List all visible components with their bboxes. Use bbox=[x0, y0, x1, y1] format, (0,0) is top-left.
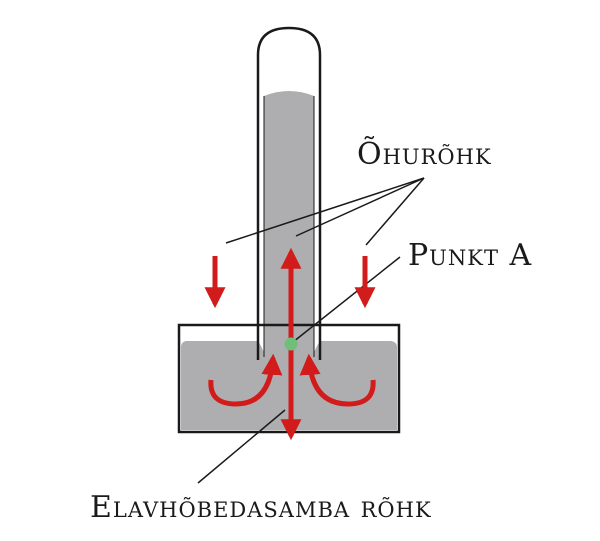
label-air-pressure: Õhurõhk bbox=[357, 136, 492, 172]
dish-mercury bbox=[181, 341, 397, 430]
leader-mercury-pressure bbox=[197, 409, 286, 484]
leader-point-a bbox=[292, 256, 401, 343]
glass-tube bbox=[256, 26, 322, 360]
label-mercury-pressure: Elavhõbedasamba rõhk bbox=[90, 490, 432, 525]
arrow-icon-curve-right bbox=[299, 353, 376, 407]
glass-tube-inner bbox=[263, 96, 315, 357]
leader-air-pressure-center bbox=[295, 177, 425, 237]
leader-air-pressure-right bbox=[365, 177, 425, 246]
leader-air-pressure-left bbox=[225, 177, 425, 244]
arrow-icon-curve-left bbox=[208, 353, 283, 407]
dot-icon-point-a bbox=[284, 337, 298, 351]
mercury-dish bbox=[177, 323, 401, 434]
label-point-a: Punkt A bbox=[408, 238, 532, 273]
tube-mercury-column bbox=[264, 91, 314, 357]
